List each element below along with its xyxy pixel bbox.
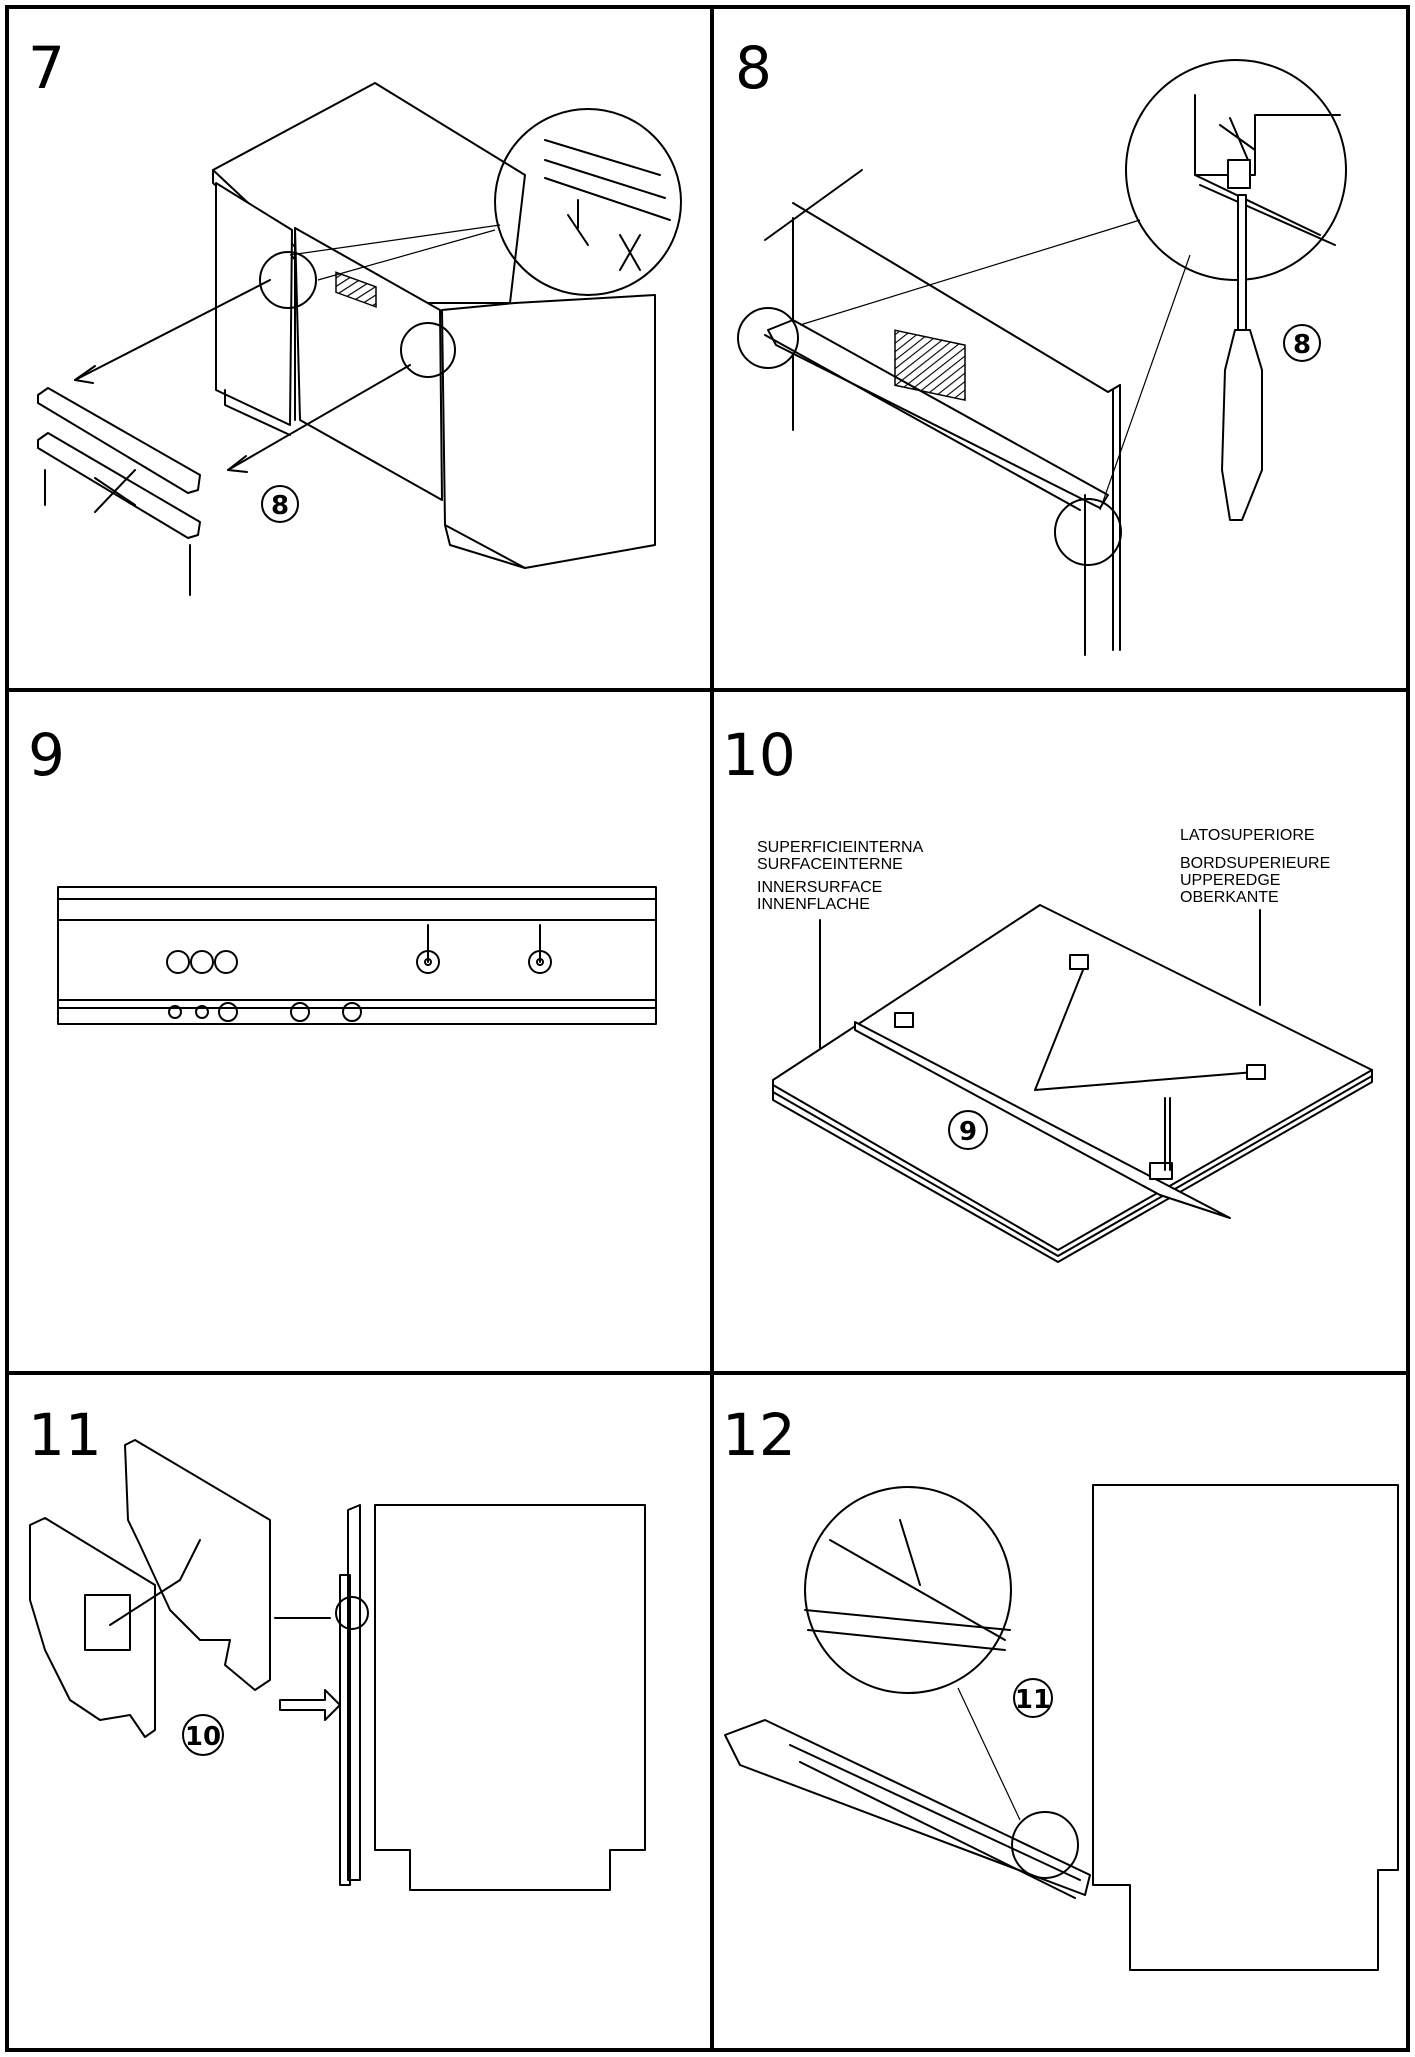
label-line: UPPEREDGE [1180,872,1280,889]
door-panel-illustration [772,904,1373,1263]
dishwasher-installation-illustration [737,59,1347,656]
inner-surface-label: SUPERFICIEINTERNA SURFACEINTERNE INNERSU… [757,839,924,913]
panel-10-number: 10 [722,721,796,789]
panel-7-number: 7 [28,34,65,102]
panel-11-number: 11 [28,1401,102,1469]
label-line: INNERSURFACE [757,879,882,896]
panel-9: 9 [28,721,657,1025]
panel-8-number: 8 [735,34,772,102]
callout-circle [948,1110,988,1150]
label-line: LATOSUPERIORE [1180,827,1315,844]
cabinet-illustration [37,82,682,596]
panel-7-callout: 8 [271,491,289,521]
panel-12-number: 12 [722,1401,796,1469]
panel-grid [5,5,1410,2052]
panel-9-number: 9 [28,721,65,789]
callout-circle [1013,1678,1053,1718]
callout-circle [1283,324,1321,362]
panel-11: 11 10 [28,1401,646,1891]
label-line: INNENFLACHE [757,896,870,913]
panel-10: 10 SUPERFICIEINTERNA SURFACEINTERNE INNE… [722,721,1373,1263]
bracket-template-illustration [57,886,657,1025]
panel-7: 7 [28,34,682,596]
panel-10-callout: 9 [959,1117,977,1147]
panel-11-callout: 10 [185,1722,221,1752]
label-line: SUPERFICIEINTERNA [757,839,924,856]
panel-8-callout: 8 [1293,330,1311,360]
callout-circle [261,485,299,523]
panel-12-callout: 11 [1015,1685,1051,1715]
label-line: SURFACEINTERNE [757,856,903,873]
panel-8: 8 8 [735,34,1347,656]
upper-edge-label: LATOSUPERIORE BORDSUPERIEURE UPPEREDGE O… [1180,827,1330,906]
door-fixing-illustration [29,1439,646,1891]
callout-circle [182,1714,224,1756]
label-line: BORDSUPERIEURE [1180,855,1330,872]
label-line: OBERKANTE [1180,889,1279,906]
panel-12: 12 11 [722,1401,1399,1971]
door-screw-illustration [724,1484,1399,1971]
